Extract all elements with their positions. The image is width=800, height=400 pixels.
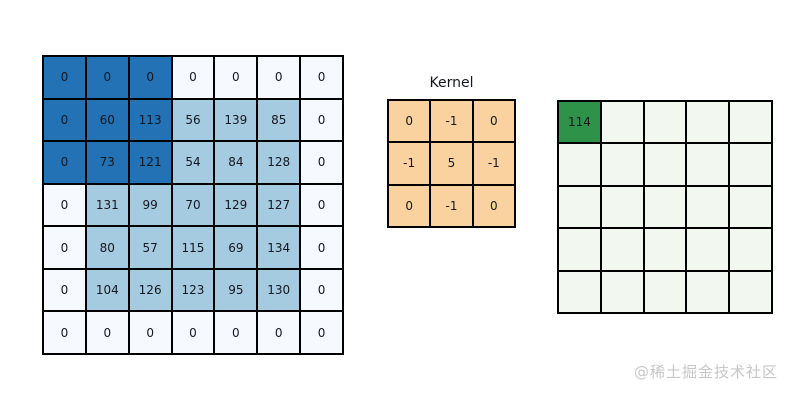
- input-cell-r3c6: 0: [300, 183, 343, 227]
- input-cell-r3c4: 129: [214, 183, 258, 227]
- input-cell-r1c5: 85: [257, 98, 301, 142]
- output-cell-r4c2: [643, 270, 687, 313]
- input-cell-r0c3: 0: [171, 56, 215, 99]
- watermark: @稀土掘金技术社区: [633, 363, 778, 381]
- input-cell-r6c4: 0: [214, 311, 258, 354]
- output-cell-r0c0: 114: [558, 101, 601, 144]
- input-cell-r4c5: 134: [257, 226, 301, 269]
- input-cell-r4c2: 57: [128, 226, 172, 269]
- output-cell-r3c3: [686, 228, 730, 271]
- output-cell-r2c2: [643, 185, 687, 229]
- kernel-cell-r1c1: 5: [430, 142, 473, 185]
- input-cell-r1c2: 113: [128, 98, 172, 142]
- input-cell-r5c6: 0: [300, 268, 343, 312]
- output-cell-r3c4: [729, 228, 772, 271]
- output-cell-r0c4: [729, 101, 772, 144]
- input-cell-r1c4: 139: [214, 98, 258, 142]
- input-cell-r2c0: 0: [43, 141, 86, 184]
- kernel-title: Kernel: [429, 75, 474, 91]
- input-cell-r1c0: 0: [43, 98, 86, 142]
- input-cell-r0c0: 0: [43, 56, 86, 99]
- input-cell-r6c1: 0: [85, 311, 129, 354]
- output-cell-r1c0: [558, 143, 601, 186]
- kernel-cell-r2c1: -1: [430, 184, 473, 227]
- kernel-cell-r1c2: -1: [472, 142, 515, 185]
- output-cell-r3c0: [558, 228, 601, 271]
- input-cell-r0c4: 0: [214, 56, 258, 99]
- input-cell-r3c2: 99: [128, 183, 172, 227]
- input-cell-r6c0: 0: [43, 311, 86, 354]
- input-cell-r4c4: 69: [214, 226, 258, 269]
- input-cell-r3c3: 70: [171, 183, 215, 227]
- input-cell-r0c5: 0: [257, 56, 301, 99]
- output-cell-r4c0: [558, 270, 601, 313]
- input-cell-r5c4: 95: [214, 268, 258, 312]
- input-cell-r2c4: 84: [214, 141, 258, 184]
- output-cell-r1c4: [729, 143, 772, 186]
- input-cell-r4c3: 115: [171, 226, 215, 269]
- input-cell-r4c6: 0: [300, 226, 343, 269]
- kernel-cell-r2c0: 0: [388, 184, 431, 227]
- kernel-cell-r0c0: 0: [388, 100, 431, 143]
- output-cell-r3c2: [643, 228, 687, 271]
- kernel-cell-r0c2: 0: [472, 100, 515, 143]
- output-cell-r1c3: [686, 143, 730, 186]
- input-cell-r6c6: 0: [300, 311, 343, 354]
- output-cell-r2c4: [729, 185, 772, 229]
- output-cell-r4c1: [600, 270, 644, 313]
- input-cell-r5c0: 0: [43, 268, 86, 312]
- input-cell-r4c0: 0: [43, 226, 86, 269]
- output-cell-r2c1: [600, 185, 644, 229]
- output-cell-r0c3: [686, 101, 730, 144]
- input-cell-r6c2: 0: [128, 311, 172, 354]
- input-cell-r5c1: 104: [85, 268, 129, 312]
- input-cell-r2c6: 0: [300, 141, 343, 184]
- input-cell-r2c1: 73: [85, 141, 129, 184]
- input-cell-r2c2: 121: [128, 141, 172, 184]
- input-cell-r4c1: 80: [85, 226, 129, 269]
- input-cell-r3c5: 127: [257, 183, 301, 227]
- input-cell-r5c3: 123: [171, 268, 215, 312]
- output-cell-r1c2: [643, 143, 687, 186]
- kernel-cell-r2c2: 0: [472, 184, 515, 227]
- output-cell-r4c4: [729, 270, 772, 313]
- input-cell-r3c1: 131: [85, 183, 129, 227]
- input-cell-r2c3: 54: [171, 141, 215, 184]
- input-cell-r6c3: 0: [171, 311, 215, 354]
- input-cell-r5c2: 126: [128, 268, 172, 312]
- output-cell-r2c0: [558, 185, 601, 229]
- input-cell-r0c6: 0: [300, 56, 343, 99]
- output-cell-r4c3: [686, 270, 730, 313]
- output-cell-r2c3: [686, 185, 730, 229]
- input-cell-r1c1: 60: [85, 98, 129, 142]
- input-cell-r3c0: 0: [43, 183, 86, 227]
- input-cell-r2c5: 128: [257, 141, 301, 184]
- input-cell-r1c3: 56: [171, 98, 215, 142]
- input-cell-r0c1: 0: [85, 56, 129, 99]
- input-cell-r0c2: 0: [128, 56, 172, 99]
- input-cell-r5c5: 130: [257, 268, 301, 312]
- kernel-cell-r0c1: -1: [430, 100, 473, 143]
- output-cell-r1c1: [600, 143, 644, 186]
- kernel-cell-r1c0: -1: [388, 142, 431, 185]
- output-cell-r0c2: [643, 101, 687, 144]
- output-cell-r3c1: [600, 228, 644, 271]
- output-matrix: 114: [557, 100, 773, 314]
- input-cell-r6c5: 0: [257, 311, 301, 354]
- output-cell-r0c1: [600, 101, 644, 144]
- input-cell-r1c6: 0: [300, 98, 343, 142]
